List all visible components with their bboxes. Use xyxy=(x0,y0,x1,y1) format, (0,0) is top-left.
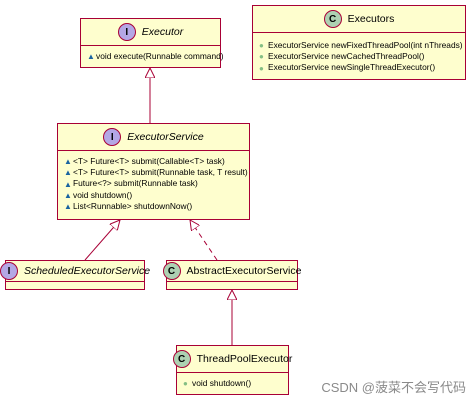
member: ▲ void execute(Runnable command) xyxy=(87,51,224,62)
watermark: CSDN @菠菜不会写代码 xyxy=(321,380,466,395)
package-visibility-icon: ▲ xyxy=(64,168,72,178)
class-icon: C xyxy=(172,350,191,368)
class-header: C Executors xyxy=(253,6,465,32)
public-visibility-icon: ● xyxy=(259,63,264,73)
divider xyxy=(253,32,465,38)
interface-icon: I xyxy=(0,262,18,280)
class-name: AbstractExecutorService xyxy=(186,265,302,277)
class-scheduled-executor-service: I ScheduledExecutorService xyxy=(0,260,150,290)
class-header: I ScheduledExecutorService xyxy=(0,261,150,281)
members: ▲ <T> Future<T> submit(Callable<T> task)… xyxy=(58,156,249,216)
member-text: <T> Future<T> submit(Runnable task, T re… xyxy=(73,167,248,178)
package-visibility-icon: ▲ xyxy=(87,52,95,62)
relation-scheduled-extends-executorservice xyxy=(84,220,120,261)
divider xyxy=(167,281,297,285)
package-visibility-icon: ▲ xyxy=(64,201,72,211)
class-name: Executor xyxy=(141,26,184,38)
public-visibility-icon: ● xyxy=(259,41,264,51)
package-visibility-icon: ▲ xyxy=(64,157,72,167)
public-visibility-icon: ● xyxy=(183,379,188,389)
class-name: ExecutorService xyxy=(127,131,204,143)
member: ● ExecutorService newSingleThreadExecuto… xyxy=(259,62,459,73)
class-executor-service: I ExecutorService ▲ <T> Future<T> submit… xyxy=(57,123,250,220)
package-visibility-icon: ▲ xyxy=(64,190,72,200)
member: ● void shutdown() xyxy=(183,378,282,389)
member-text: void shutdown() xyxy=(73,189,133,200)
member: ▲ <T> Future<T> submit(Callable<T> task) xyxy=(64,156,243,167)
member: ● ExecutorService newCachedThreadPool() xyxy=(259,51,459,62)
members: ▲ void execute(Runnable command) xyxy=(81,51,224,66)
public-visibility-icon: ● xyxy=(259,52,264,62)
member: ▲ <T> Future<T> submit(Runnable task, T … xyxy=(64,167,248,178)
class-header: I ExecutorService xyxy=(58,124,249,150)
class-header: I Executor xyxy=(81,19,220,45)
divider xyxy=(177,372,288,378)
member-text: void shutdown() xyxy=(192,378,252,388)
class-name: ScheduledExecutorService xyxy=(23,265,151,277)
class-executors: C Executors ● ExecutorService newFixedTh… xyxy=(252,5,466,80)
class-icon: C xyxy=(323,10,342,28)
relation-abstract-implements-executorservice xyxy=(190,220,218,261)
class-executor: I Executor ▲ void execute(Runnable comma… xyxy=(80,18,224,68)
member: ▲ Future<?> submit(Runnable task) xyxy=(64,178,243,189)
class-thread-pool-executor: C ThreadPoolExecutor ● void shutdown() xyxy=(172,345,292,395)
member-text: <T> Future<T> submit(Callable<T> task) xyxy=(73,156,225,166)
interface-icon: I xyxy=(103,128,122,146)
package-visibility-icon: ▲ xyxy=(64,179,72,189)
member-text: ExecutorService newCachedThreadPool() xyxy=(268,51,425,62)
members: ● void shutdown() xyxy=(177,378,288,393)
member: ▲ void shutdown() xyxy=(64,190,243,201)
member: ● ExecutorService newFixedThreadPool(int… xyxy=(259,40,463,51)
divider xyxy=(6,281,144,285)
class-header: C AbstractExecutorService xyxy=(162,261,301,281)
class-name: Executors xyxy=(347,13,395,25)
member-text: void execute(Runnable command) xyxy=(96,51,224,61)
member-text: ExecutorService newSingleThreadExecutor(… xyxy=(268,62,436,73)
divider xyxy=(58,150,249,156)
interface-icon: I xyxy=(117,23,136,41)
class-name: ThreadPoolExecutor xyxy=(196,353,293,365)
class-abstract-executor-service: C AbstractExecutorService xyxy=(162,260,301,290)
class-header: C ThreadPoolExecutor xyxy=(172,346,292,372)
divider xyxy=(81,45,220,51)
member-text: Future<?> submit(Runnable task) xyxy=(73,178,198,189)
member-text: ExecutorService newFixedThreadPool(int n… xyxy=(268,40,463,50)
class-icon: C xyxy=(162,262,181,280)
members: ● ExecutorService newFixedThreadPool(int… xyxy=(253,38,465,78)
member-text: List<Runnable> shutdownNow() xyxy=(73,200,193,211)
member: ▲ List<Runnable> shutdownNow() xyxy=(64,201,243,212)
